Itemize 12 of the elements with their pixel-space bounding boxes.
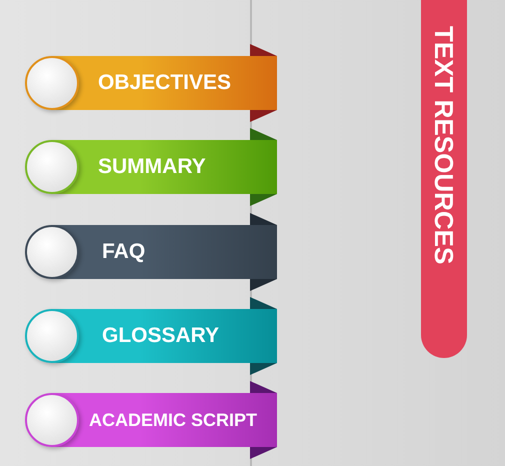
ribbon-banner: [25, 225, 277, 279]
ribbon-banner: [25, 140, 277, 194]
ribbon-banner: [25, 393, 277, 447]
banner-label: OBJECTIVES: [98, 70, 232, 96]
ribbon-banner: [25, 56, 277, 110]
banner-label: SUMMARY: [98, 154, 206, 180]
banner-label: GLOSSARY: [102, 323, 220, 349]
banner-label: FAQ: [102, 239, 146, 265]
banner-label: ACADEMIC SCRIPT: [89, 409, 258, 432]
pill-label: TEXT RESOURCES: [429, 26, 459, 264]
ribbon-banner: [25, 309, 277, 363]
title-pill: [421, 0, 467, 358]
